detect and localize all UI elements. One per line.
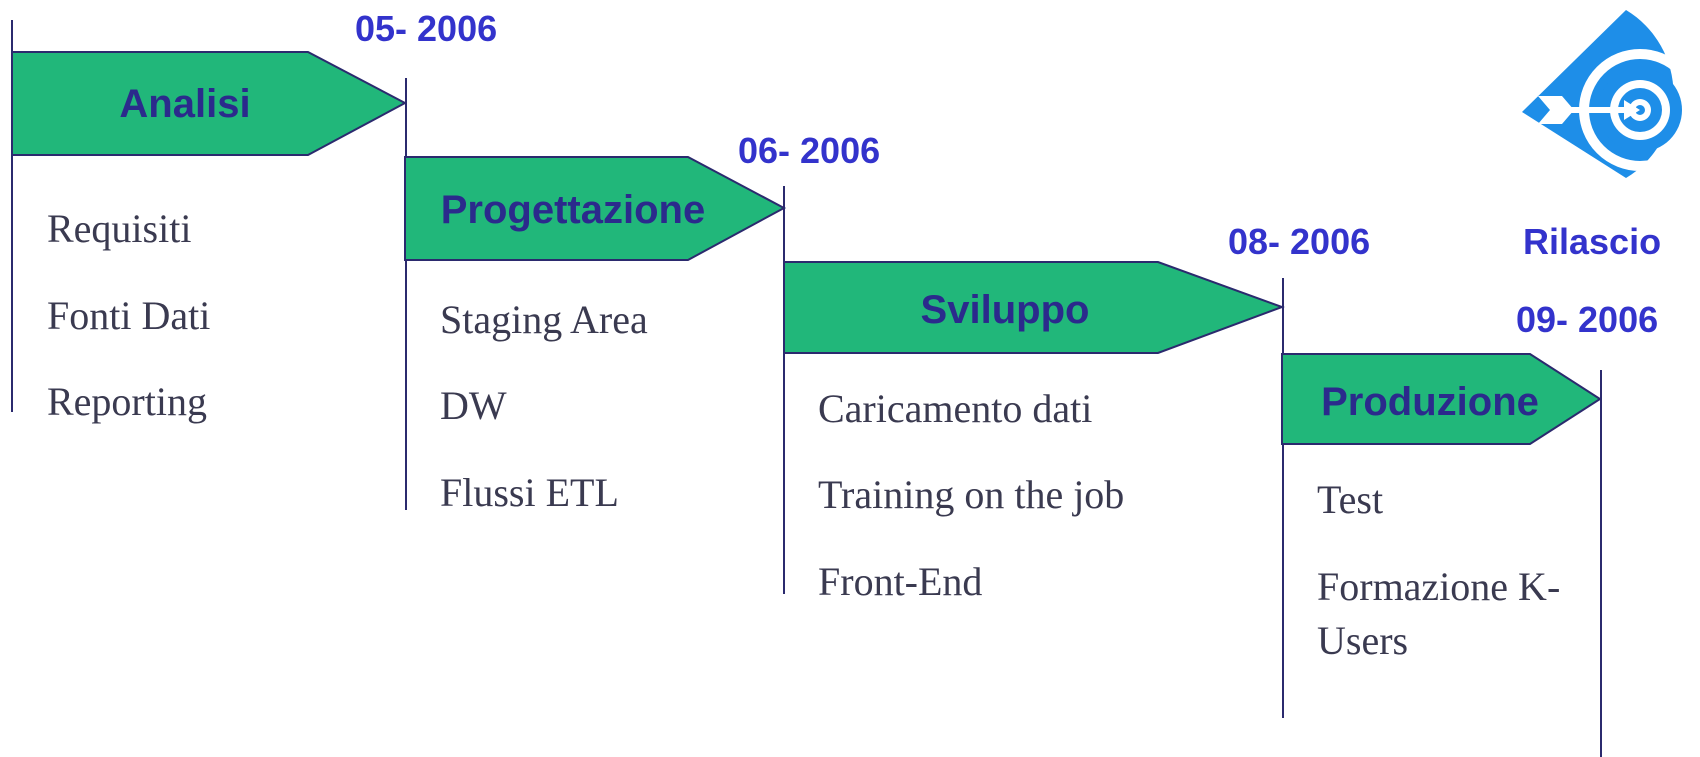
date-06-2006: 06- 2006 (738, 130, 881, 171)
target-with-arrow-icon (1522, 10, 1688, 178)
phase-arrow-produzione (1281, 353, 1602, 445)
phase-arrow-analisi (11, 51, 408, 156)
item-reporting: Reporting (47, 379, 207, 424)
milestone-line-06-2006 (783, 186, 785, 594)
phase-label-produzione: Produzione (1321, 380, 1539, 424)
item-caricamento-dati: Caricamento dati (818, 386, 1093, 431)
phase-label-progettazione: Progettazione (440, 188, 706, 232)
milestone-line-start (11, 20, 13, 412)
item-fonti-dati: Fonti Dati (47, 293, 211, 338)
date-05-2006: 05- 2006 (355, 8, 498, 49)
phase-label-sviluppo: Sviluppo (920, 288, 1090, 332)
item-staging-area: Staging Area (440, 297, 648, 342)
date-09-2006: 09- 2006 (1516, 299, 1659, 340)
milestone-line-08-2006 (1282, 278, 1284, 718)
milestone-line-09-2006 (1600, 370, 1602, 757)
item-flussi-etl: Flussi ETL (440, 470, 619, 515)
milestone-line-05-2006 (405, 78, 407, 510)
phase-arrow-progettazione (404, 156, 787, 261)
phase-arrow-sviluppo (783, 261, 1285, 354)
item-formazione-k-users: Formazione K-Users (1317, 564, 1561, 663)
date-08-2006: 08- 2006 (1228, 221, 1371, 262)
item-training-on-the-job: Training on the job (818, 472, 1125, 517)
item-requisiti: Requisiti (47, 206, 192, 251)
item-test: Test (1317, 477, 1384, 522)
item-front-end: Front-End (818, 559, 983, 604)
phase-label-analisi: Analisi (119, 82, 251, 126)
item-dw: DW (440, 383, 507, 428)
release-label: Rilascio (1523, 221, 1662, 262)
